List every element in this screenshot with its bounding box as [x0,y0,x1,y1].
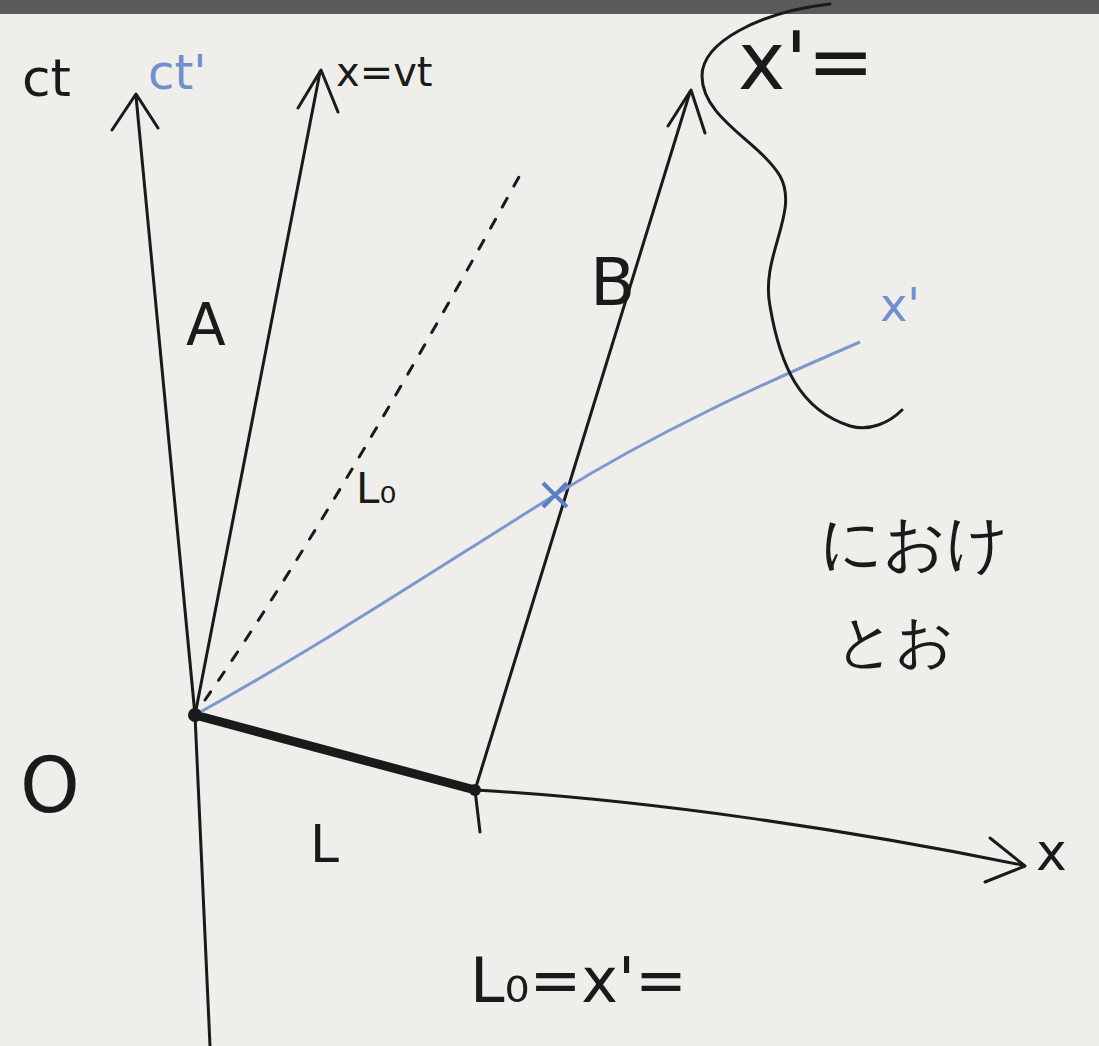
axis-label: ct [22,52,71,104]
worldline-a [195,72,320,715]
x-axis [475,790,1022,865]
equation-text: x'= [738,22,874,102]
note-text: とお [836,612,954,670]
length-label: L₀ [356,468,396,510]
axis-label: ct' [148,48,206,96]
top-band [0,0,1099,14]
dashed-line [205,175,520,700]
intersection-mark [543,483,567,507]
worldline-label: B [590,250,635,316]
cloud-callout: x'= [690,0,1090,440]
ct-axis [136,96,210,1046]
arrow-head [985,838,1025,882]
origin-dot [188,708,202,722]
note-text: におけ [820,512,1009,574]
worldline-label: A [186,296,226,354]
x-prime-axis [195,342,860,715]
equation-label: L₀=x'= [470,950,687,1012]
length-label: L [310,818,339,870]
worldline-b [475,92,690,832]
arrow-head [298,70,338,112]
origin-label: O [20,748,80,824]
axis-label: x [1036,826,1067,878]
axis-label: x' [880,282,920,328]
cloud-outline-path [702,4,902,428]
equation-label: x=vt [336,52,433,92]
arrow-head [112,94,158,130]
arrow-head [668,90,705,133]
rod-length [195,715,475,790]
end-dot [469,784,481,796]
